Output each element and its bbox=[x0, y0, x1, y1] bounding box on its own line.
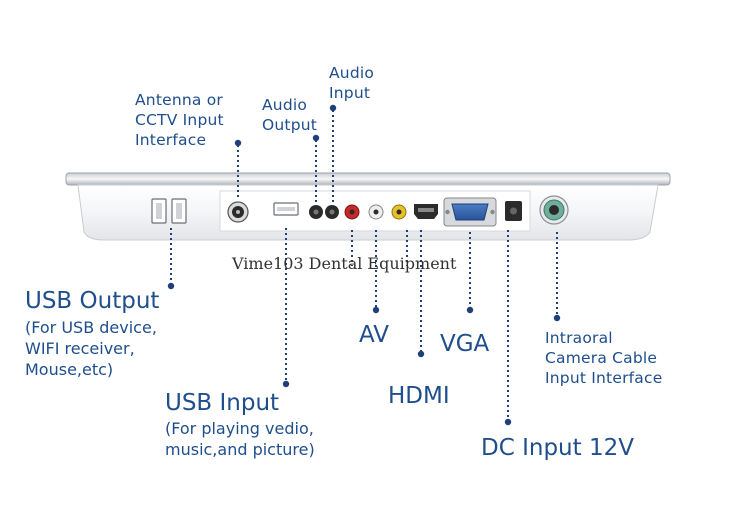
audio-output-label: Audio Output bbox=[262, 95, 317, 135]
camera-label-line: Camera Cable bbox=[545, 349, 658, 367]
usb-input-description-line: (For playing vedio, bbox=[165, 419, 314, 438]
usb-input-title: USB Input bbox=[165, 390, 280, 416]
camera-connector bbox=[539, 195, 569, 225]
audio-output-jack bbox=[309, 205, 323, 219]
usb-output-title: USB Output bbox=[25, 288, 160, 314]
watermark-text: Vime103 Dental Equipment bbox=[232, 254, 457, 273]
camera-label-line: Input Interface bbox=[545, 369, 663, 387]
hdmi-port bbox=[414, 204, 438, 219]
antenna-label-line: CCTV Input bbox=[135, 111, 224, 129]
antenna-port bbox=[227, 201, 249, 223]
camera-label: Intraoral Camera Cable Input Interface bbox=[545, 328, 662, 388]
usb-output-description-line: Mouse,etc) bbox=[25, 360, 114, 379]
usb-output-description-line: WIFI receiver, bbox=[25, 339, 135, 358]
usb-output-description-line: (For USB device, bbox=[25, 318, 157, 337]
usb-input-description-line: music,and picture) bbox=[165, 440, 315, 459]
usb-output-ports bbox=[151, 198, 187, 224]
camera-label-line: Intraoral bbox=[545, 329, 613, 347]
hdmi-label: HDMI bbox=[388, 383, 450, 409]
audio-output-label-line: Output bbox=[262, 116, 318, 134]
antenna-label-line: Interface bbox=[135, 131, 207, 149]
audio-input-jack bbox=[325, 205, 339, 219]
vga-port bbox=[443, 197, 497, 227]
antenna-label: Antenna or CCTV Input Interface bbox=[135, 90, 224, 150]
av-label: AV bbox=[359, 322, 389, 348]
vga-label: VGA bbox=[440, 331, 490, 357]
av-rca-ports bbox=[344, 204, 407, 220]
leader-lines bbox=[170, 110, 558, 420]
audio-input-label-line: Audio bbox=[329, 64, 375, 82]
dc-input-port bbox=[505, 201, 522, 221]
dc-input-label: DC Input 12V bbox=[481, 435, 634, 461]
usb-output-description: (For USB device, WIFI receiver, Mouse,et… bbox=[25, 317, 157, 380]
leader-dots bbox=[167, 104, 561, 426]
audio-input-label-line: Input bbox=[329, 84, 371, 102]
usb-input-port bbox=[273, 202, 299, 216]
audio-output-label-line: Audio bbox=[262, 96, 308, 114]
audio-input-label: Audio Input bbox=[329, 63, 374, 103]
antenna-label-line: Antenna or bbox=[135, 91, 223, 109]
usb-input-description: (For playing vedio, music,and picture) bbox=[165, 418, 315, 460]
